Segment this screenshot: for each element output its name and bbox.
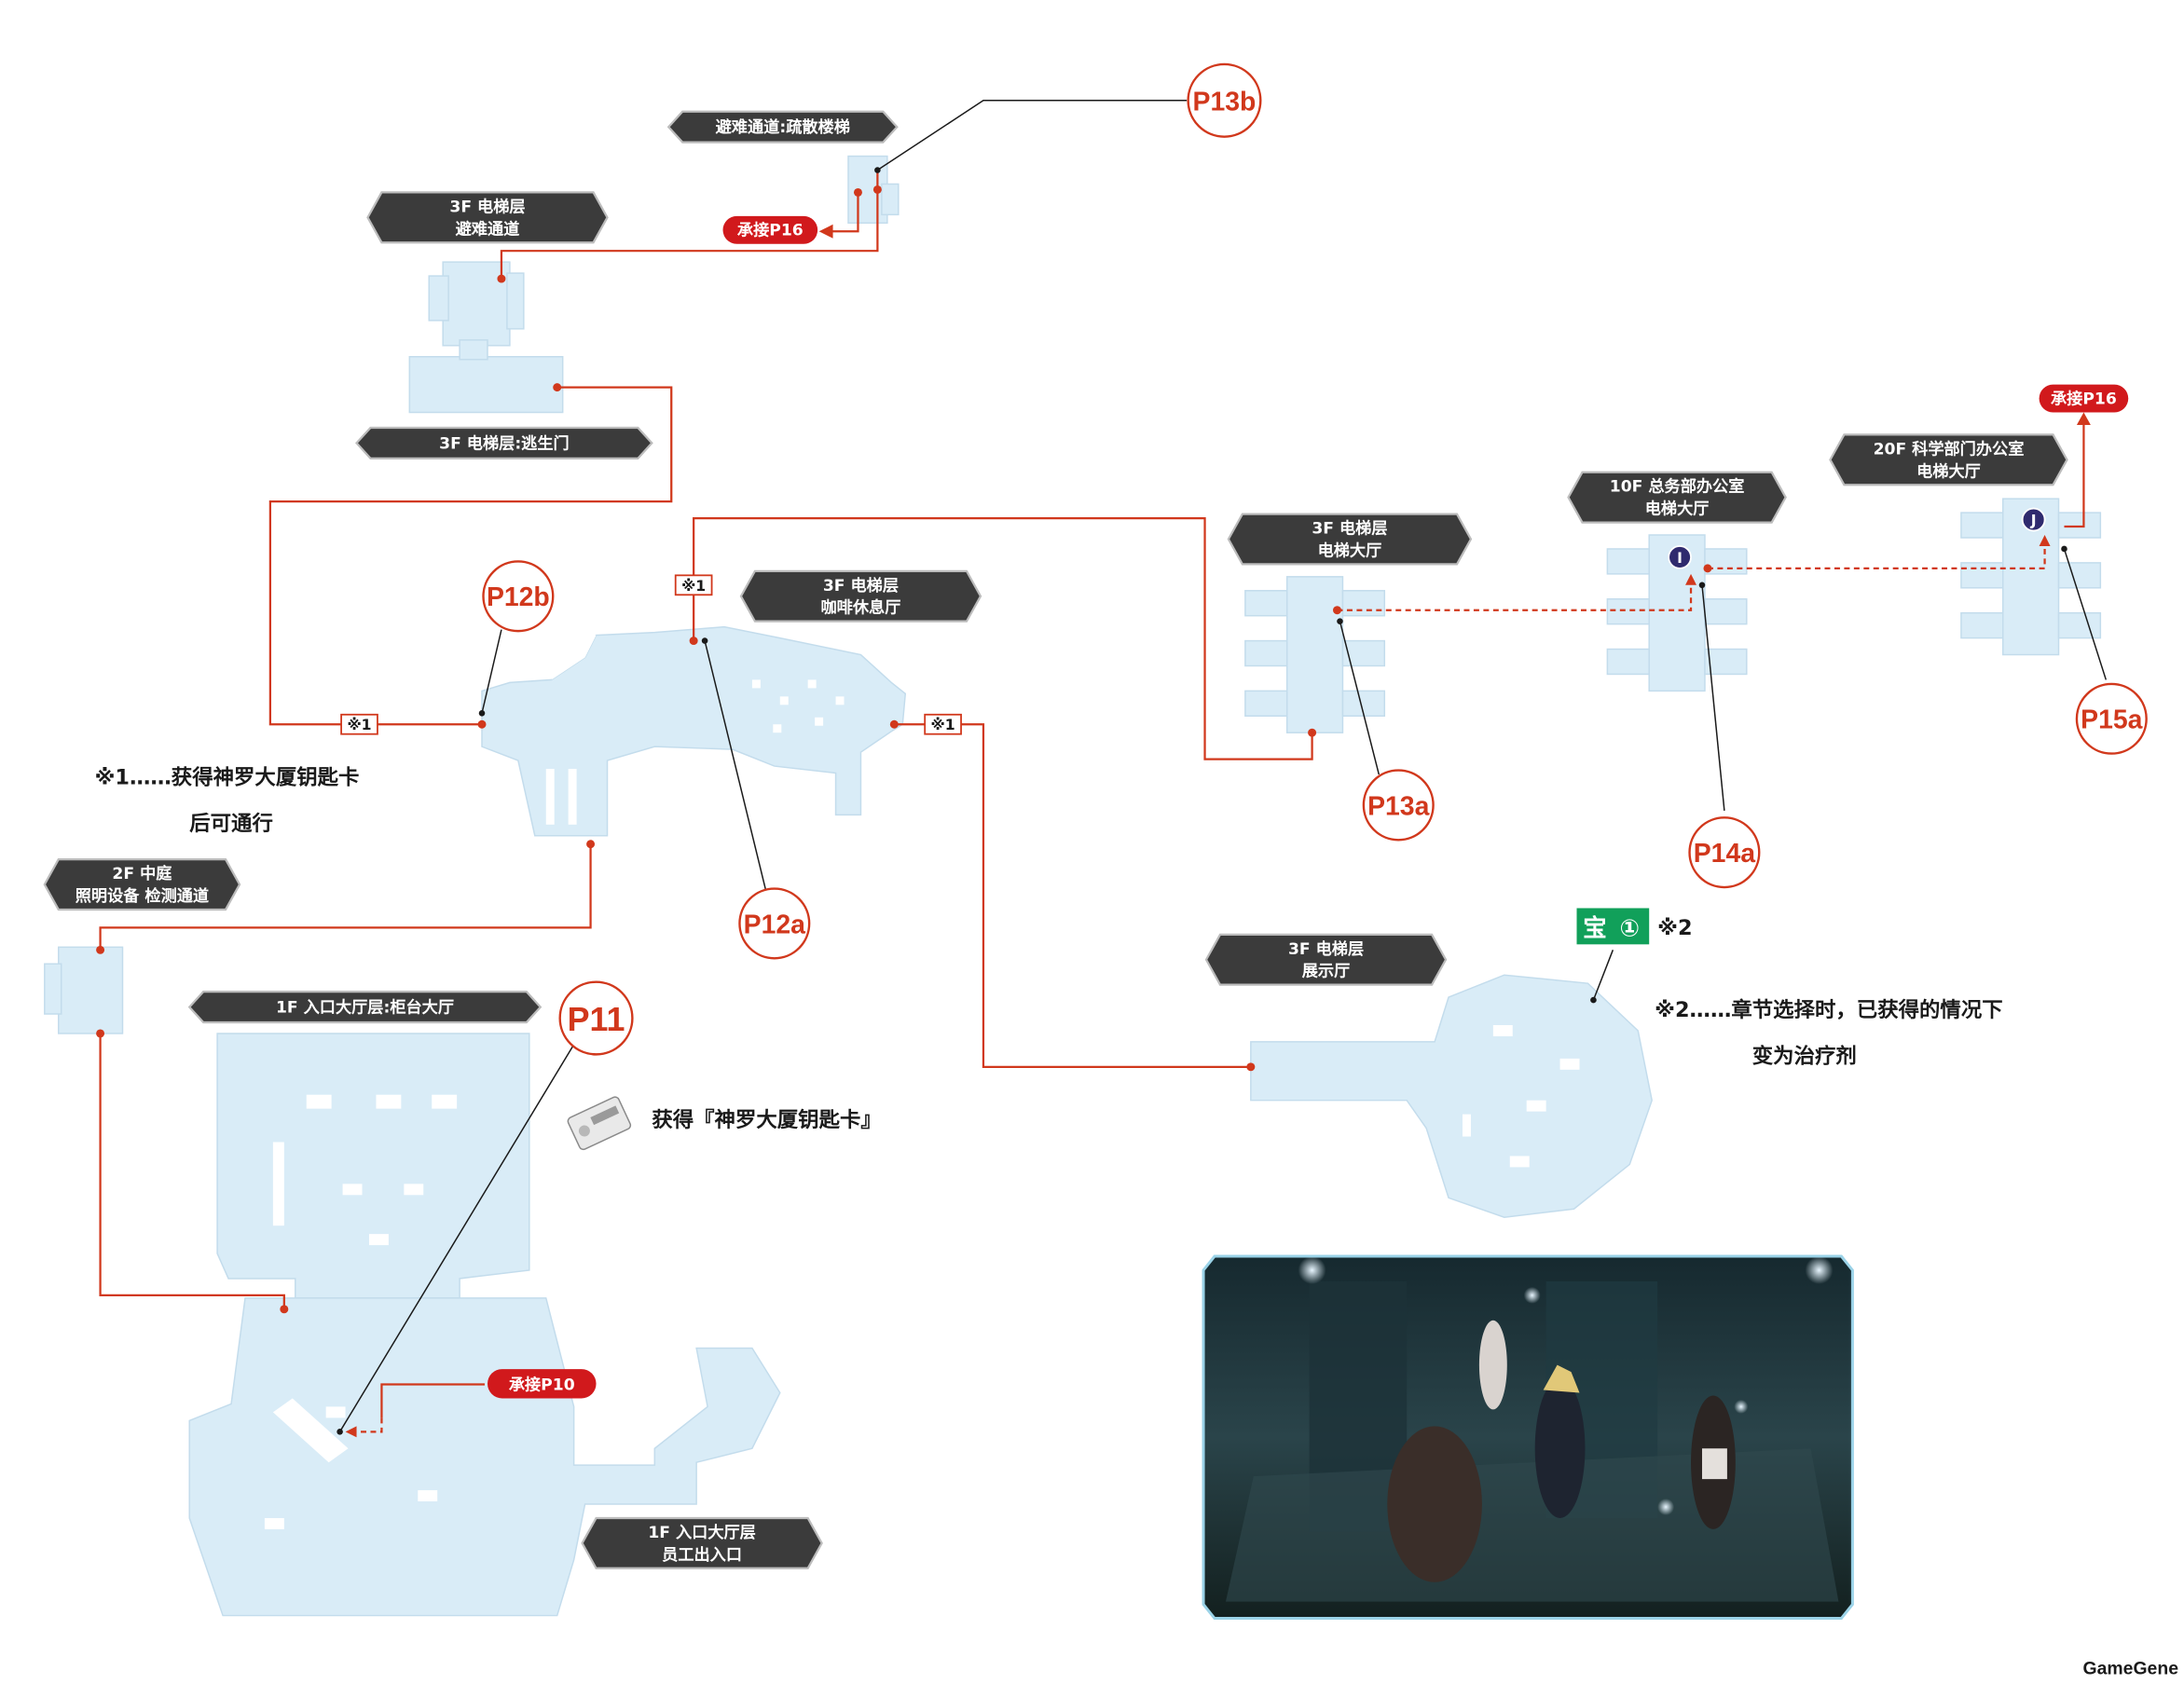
marker-p15a-text: P15a — [2081, 705, 2142, 735]
waypoint-j-text: J — [2030, 512, 2037, 529]
door-note-b-text: ※1 — [681, 577, 706, 595]
door-note-a: ※1 — [340, 713, 378, 735]
door-note-c-text: ※1 — [931, 716, 955, 733]
note1-line2: 后可通行 — [189, 811, 273, 836]
note1-line1: ※1……获得神罗大厦钥匙卡 — [95, 764, 360, 789]
continue-from-p10[interactable]: 承接P10 — [487, 1369, 597, 1399]
continue-from-p10-text: 承接P10 — [509, 1375, 575, 1394]
door-note-b: ※1 — [674, 574, 713, 596]
door-note-a-text: ※1 — [347, 716, 371, 733]
label-science-20f: 20F 科学部门办公室 电梯大厅 — [1829, 433, 2068, 486]
continue-to-p16-top[interactable]: 承接P16 — [722, 215, 818, 244]
label-cafe-3f-line2: 咖啡休息厅 — [821, 598, 901, 618]
marker-p12a-text: P12a — [744, 910, 805, 939]
marker-leaders — [337, 100, 2108, 1435]
marker-p12a[interactable]: P12a — [738, 887, 811, 960]
arrow-left-icon — [818, 224, 833, 239]
continue-to-p16-right-text: 承接P16 — [2051, 390, 2117, 409]
room-evac-passage — [408, 261, 564, 414]
note2-line2: 变为治疗剂 — [1752, 1043, 1857, 1068]
treasure-number: ① — [1620, 913, 1641, 941]
treasure-icon: 宝 — [1583, 913, 1606, 941]
label-showroom-3f-line1: 3F 电梯层 — [1288, 939, 1364, 959]
area-labels: 避难通道:疏散楼梯 3F 电梯层 避难通道 3F 电梯层:逃生门 3F 电梯层 … — [43, 110, 2068, 1569]
label-elevhall-3f: 3F 电梯层 电梯大厅 — [1227, 513, 1473, 566]
label-staff-1f: 1F 入口大厅层 员工出入口 — [581, 1516, 823, 1569]
waypoint-i-text: I — [1677, 549, 1683, 567]
room-3f-showroom — [1250, 974, 1653, 1218]
route-arrows — [345, 224, 2091, 1438]
continue-to-p16-right[interactable]: 承接P16 — [2039, 384, 2129, 413]
notes: ※1……获得神罗大厦钥匙卡 后可通行 ※2……章节选择时，已获得的情况下 变为治… — [95, 764, 2003, 1068]
room-3f-elevator-hall — [1244, 576, 1386, 733]
marker-p14a-text: P14a — [1694, 839, 1755, 869]
marker-p13b-text: P13b — [1193, 87, 1257, 116]
keycard-item-text: 获得『神罗大厦钥匙卡』 — [652, 1107, 881, 1132]
label-lobby-1f: 1F 入口大厅层:柜台大厅 — [187, 991, 543, 1024]
label-staff-1f-line2: 员工出入口 — [662, 1545, 742, 1565]
label-evac-stairs-text: 避难通道:疏散楼梯 — [716, 117, 850, 137]
room-2f-courtyard — [44, 946, 124, 1034]
label-courtyard-2f: 2F 中庭 照明设备 检测通道 — [43, 858, 241, 911]
continue-labels: 承接P16 承接P16 承接P10 — [487, 215, 2129, 1399]
marker-p14a[interactable]: P14a — [1688, 816, 1761, 889]
label-general-10f: 10F 总务部办公室 电梯大厅 — [1567, 471, 1787, 524]
label-elevhall-3f-line1: 3F 电梯层 — [1312, 519, 1387, 539]
label-evac-3f-line2: 避难通道 — [456, 219, 521, 239]
label-general-10f-line2: 电梯大厅 — [1645, 500, 1710, 519]
keycard-item: 获得『神罗大厦钥匙卡』 — [567, 1096, 882, 1151]
label-escape-3f-text: 3F 电梯层:逃生门 — [439, 433, 570, 453]
marker-p11[interactable]: P11 — [558, 980, 634, 1056]
waypoints: I J — [1668, 507, 2046, 569]
label-showroom-3f: 3F 电梯层 展示厅 — [1204, 933, 1448, 986]
arrow-up-icon — [2039, 535, 2051, 546]
marker-p12b[interactable]: P12b — [482, 560, 555, 633]
marker-p13a[interactable]: P13a — [1362, 769, 1435, 842]
label-science-20f-line1: 20F 科学部门办公室 — [1874, 439, 2025, 459]
page-markers: P13b P12b P12a P13a P14a P15a P11 — [482, 62, 2148, 1056]
label-general-10f-line1: 10F 总务部办公室 — [1610, 477, 1745, 497]
label-staff-1f-line1: 1F 入口大厅层 — [648, 1523, 756, 1542]
arrow-up-icon — [1685, 573, 1697, 585]
route-points — [96, 185, 1712, 1314]
label-showroom-3f-line2: 展示厅 — [1302, 963, 1351, 981]
waypoint-i: I — [1668, 545, 1692, 569]
label-courtyard-2f-line1: 2F 中庭 — [112, 864, 172, 883]
marker-p13a-text: P13a — [1367, 791, 1429, 821]
arrow-left-icon — [345, 1426, 357, 1438]
keycard-icon — [567, 1096, 632, 1151]
label-evac-stairs: 避难通道:疏散楼梯 — [666, 110, 899, 144]
door-note-c: ※1 — [924, 713, 962, 735]
room-10f-elevator-hall — [1606, 534, 1748, 692]
label-elevhall-3f-line2: 电梯大厅 — [1318, 541, 1382, 560]
marker-p12b-text: P12b — [487, 582, 550, 612]
label-escape-3f: 3F 电梯层:逃生门 — [355, 426, 653, 459]
treasure-marker: 宝 ① ※2 — [1576, 908, 1693, 945]
marker-p11-text: P11 — [568, 1001, 625, 1038]
note2-line1: ※2……章节选择时，已获得的情况下 — [1655, 997, 2002, 1022]
label-evac-3f-line1: 3F 电梯层 — [449, 197, 525, 216]
label-cafe-3f: 3F 电梯层 咖啡休息厅 — [739, 569, 982, 623]
label-evac-3f: 3F 电梯层 避难通道 — [366, 191, 609, 244]
waypoint-j: J — [2021, 507, 2046, 532]
room-cafe-hall — [481, 625, 907, 837]
room-1f-lobby — [188, 1033, 781, 1617]
label-courtyard-2f-line2: 照明设备 检测通道 — [76, 886, 210, 906]
label-lobby-1f-text: 1F 入口大厅层:柜台大厅 — [276, 998, 454, 1018]
continue-to-p16-top-text: 承接P16 — [737, 221, 804, 240]
floor-plans — [44, 155, 2102, 1617]
door-notes: ※1 ※1 ※1 — [340, 574, 962, 735]
label-cafe-3f-line1: 3F 电梯层 — [823, 576, 899, 596]
watermark: GameGene — [2083, 1658, 2179, 1678]
game-screenshot — [1202, 1254, 1854, 1621]
marker-p15a[interactable]: P15a — [2075, 682, 2148, 755]
arrow-up-icon — [2076, 412, 2091, 425]
marker-p13b[interactable]: P13b — [1187, 62, 1262, 138]
treasure-note-ref: ※2 — [1657, 916, 1692, 940]
label-science-20f-line2: 电梯大厅 — [1916, 461, 1981, 481]
